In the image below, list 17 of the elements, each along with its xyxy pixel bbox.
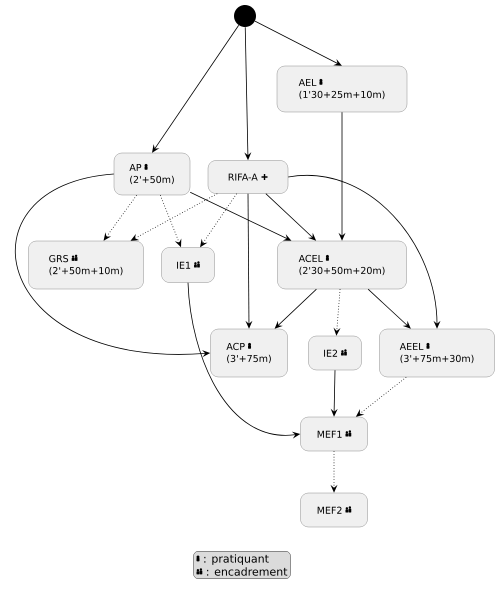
step-box: MEF1 <box>300 416 368 452</box>
step-box: AEL (1'30+25m+10m) <box>276 66 408 112</box>
step-box: RIFA-A <box>208 160 288 194</box>
legend-box: : pratiquant : encadrement <box>193 551 291 579</box>
step-box: ACP (3'+75m) <box>210 328 288 378</box>
start-circle <box>234 5 256 27</box>
step-box: AP (2'+50m) <box>114 152 190 196</box>
step-box: GRS (2'+50m+10m) <box>28 240 144 290</box>
step-box: AEEL (3'+75m+30m) <box>379 328 495 378</box>
arrow <box>274 288 317 329</box>
step-box: MEF2 <box>300 492 368 528</box>
arrow <box>254 20 342 66</box>
step-box: IE1 <box>161 247 215 283</box>
arrow <box>130 193 218 241</box>
step-box: ACEL (2'30+50m+20m) <box>277 240 407 290</box>
arrow <box>368 288 411 329</box>
step-box: IE2 <box>308 336 362 370</box>
